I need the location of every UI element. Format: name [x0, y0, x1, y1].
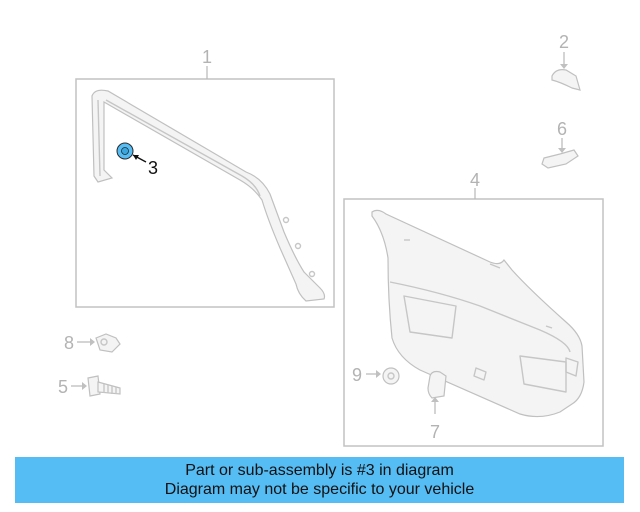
callout-7: 7	[430, 422, 440, 442]
callout-6: 6	[557, 119, 567, 139]
banner-line-1: Part or sub-assembly is #3 in diagram	[185, 462, 454, 479]
callout-2: 2	[559, 32, 569, 52]
callout-4: 4	[470, 170, 480, 190]
part-8-clip	[77, 333, 121, 353]
banner-line-2: Diagram may not be specific to your vehi…	[164, 481, 475, 498]
group-4-frame	[343, 198, 604, 447]
part-6-clip	[541, 138, 579, 169]
liftgate-trim-panel-part	[371, 209, 585, 418]
callout-1: 1	[202, 47, 212, 67]
callout-8: 8	[64, 333, 74, 353]
callout-3[interactable]: 3	[148, 158, 158, 178]
pillar-trim-part	[91, 89, 326, 302]
highlighted-clip-part-3[interactable]	[116, 142, 134, 160]
info-banner: Part or sub-assembly is #3 in diagram Di…	[15, 457, 624, 503]
callout-9: 9	[352, 365, 362, 385]
part-7-cover	[427, 370, 447, 414]
callout-5: 5	[58, 377, 68, 397]
part-5-screw	[71, 375, 121, 397]
group-1-frame	[75, 78, 335, 308]
part-9-grommet	[366, 367, 400, 385]
part-2-bracket	[551, 52, 581, 91]
